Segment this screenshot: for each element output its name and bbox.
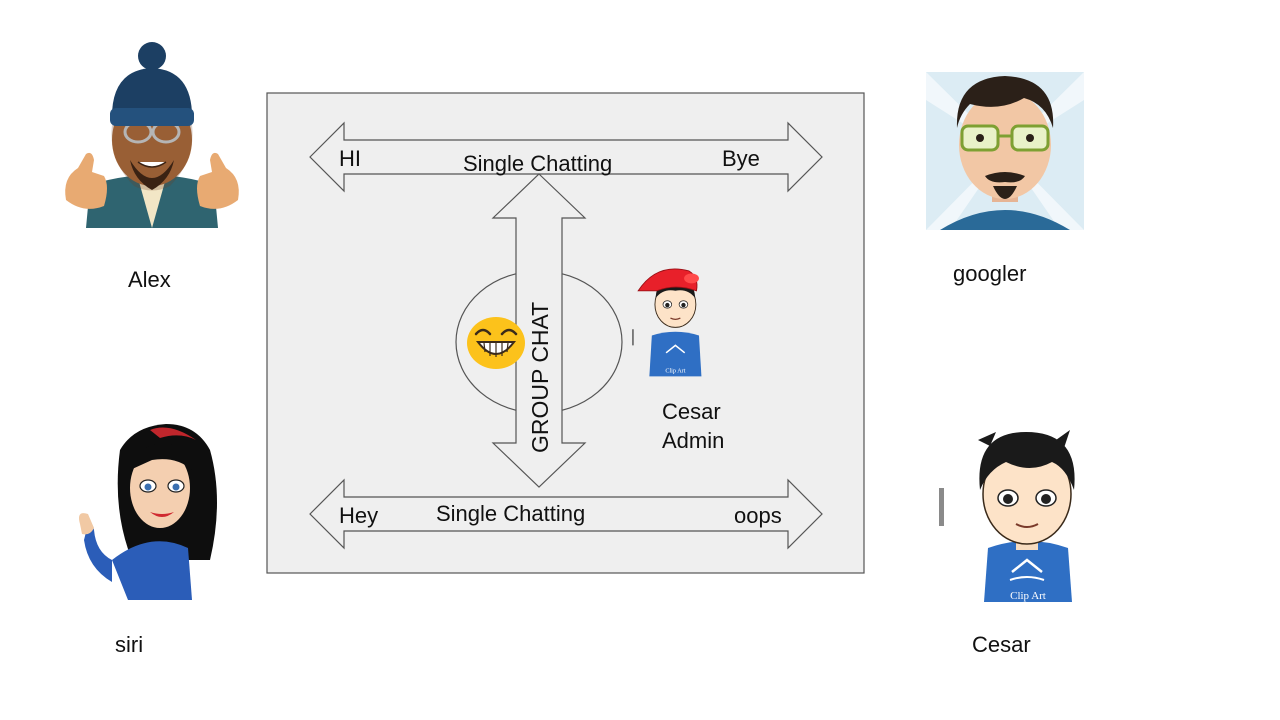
bottom-arrow-right-text: oops	[734, 503, 782, 528]
bottom-arrow-center-text: Single Chatting	[436, 501, 585, 526]
googler-avatar	[926, 72, 1084, 230]
top-arrow-center-text: Single Chatting	[463, 151, 612, 176]
group-chat-arrow	[491, 173, 587, 488]
alex-name: Alex	[128, 267, 171, 292]
top-arrow-left-text: HI	[339, 146, 361, 171]
admin-role: Admin	[662, 428, 724, 453]
siri-avatar	[79, 424, 217, 600]
bottom-chat-arrow	[309, 478, 823, 550]
googler-name: googler	[953, 261, 1026, 286]
siri-name: siri	[115, 632, 143, 657]
top-arrow-right-text: Bye	[722, 146, 760, 171]
admin-avatar: Clip Art	[632, 268, 702, 377]
top-chat-arrow	[309, 121, 823, 193]
alex-avatar	[65, 42, 239, 228]
admin-clip-art-text: Clip Art	[665, 368, 685, 375]
bottom-arrow-left-text: Hey	[339, 503, 378, 528]
cesar-clip-art-text: Clip Art	[1010, 590, 1046, 602]
group-chat-label: GROUP CHAT	[527, 302, 553, 453]
admin-name: Cesar	[662, 399, 721, 424]
grinning-face-icon	[467, 317, 525, 369]
cesar-avatar: Clip Art	[939, 430, 1075, 602]
cesar-name: Cesar	[972, 632, 1031, 657]
